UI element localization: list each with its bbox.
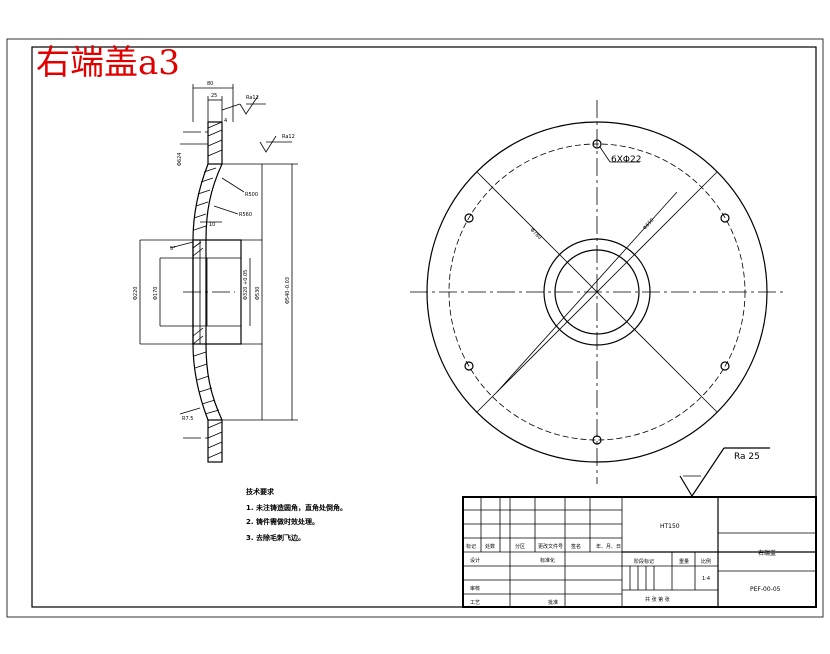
svg-text:更改文件号: 更改文件号: [538, 543, 563, 550]
flange-top: [207, 121, 223, 165]
svg-text:80: 80: [207, 81, 213, 87]
bolt-hole: [592, 139, 602, 149]
svg-text:R560: R560: [239, 212, 252, 218]
bolt-hole: [592, 435, 602, 445]
svg-text:批准: 批准: [548, 599, 558, 606]
svg-text:Φ624: Φ624: [177, 153, 183, 166]
svg-text:签名: 签名: [571, 543, 581, 550]
svg-text:4: 4: [224, 118, 227, 124]
svg-text:Φ780: Φ780: [529, 227, 543, 241]
bolt-hole: [720, 213, 730, 223]
svg-text:25: 25: [211, 93, 217, 99]
svg-text:技术要求: 技术要求: [246, 487, 275, 496]
svg-text:R500: R500: [245, 192, 258, 198]
svg-text:Φ170: Φ170: [153, 287, 159, 300]
front-view: 6XΦ22 Φ780 Φ650: [410, 100, 785, 484]
svg-text:1. 未注铸造圆角，直角处倒角。: 1. 未注铸造圆角，直角处倒角。: [246, 503, 347, 512]
svg-text:比例: 比例: [701, 558, 711, 565]
svg-text:5°: 5°: [170, 246, 176, 252]
svg-text:处数: 处数: [485, 543, 495, 550]
shell-inner: [205, 163, 223, 421]
svg-text:Ra 25: Ra 25: [734, 452, 760, 462]
outer-border: [6, 38, 824, 618]
drawing-no: PEF-00-05: [750, 586, 781, 593]
side-view: 80 25 4 Φ624 R500 R560 10 5° Φ220 Φ170 Φ…: [133, 81, 298, 463]
svg-text:标记: 标记: [466, 543, 476, 550]
svg-text:-0.03: -0.03: [285, 277, 291, 290]
svg-text:10: 10: [209, 222, 215, 228]
svg-text:Ra12: Ra12: [246, 95, 259, 101]
svg-text:设计: 设计: [470, 557, 480, 564]
svg-text:Φ320: Φ320: [243, 287, 249, 300]
svg-text:Φ540: Φ540: [285, 291, 291, 304]
svg-text:审核: 审核: [470, 585, 480, 592]
title-block: 标记 处数 分区 更改文件号 签名 年、月、日 设计 审核 工艺 标准化 批准 …: [462, 496, 817, 608]
roughness-symbol: Ra 25: [679, 447, 770, 498]
svg-text:Ra12: Ra12: [282, 134, 295, 140]
inner-frame: [31, 46, 817, 608]
bolt-holes: [464, 139, 730, 445]
bolt-hole: [720, 361, 730, 371]
svg-text:工艺: 工艺: [470, 600, 480, 606]
scale: 1:4: [702, 576, 710, 582]
svg-text:标准化: 标准化: [540, 557, 555, 564]
svg-text:阶段标记: 阶段标记: [634, 558, 654, 565]
svg-text:Φ530: Φ530: [255, 287, 261, 300]
hole-spec: 6XΦ22: [611, 155, 641, 165]
svg-text:Φ220: Φ220: [133, 287, 139, 300]
tech-notes: 技术要求 1. 未注铸造圆角，直角处倒角。 2. 铸件需做时效处理。 3. 去除…: [246, 487, 347, 542]
hub-body: [192, 239, 242, 345]
svg-text:2. 铸件需做时效处理。: 2. 铸件需做时效处理。: [246, 517, 319, 526]
svg-text:分区: 分区: [515, 543, 525, 550]
flange-bottom: [207, 419, 223, 463]
svg-text:R7.5: R7.5: [182, 416, 193, 422]
sheet-title: 右端盖a3: [36, 43, 180, 83]
part-name: 右端盖: [758, 549, 776, 557]
svg-text:年、月、日: 年、月、日: [596, 543, 621, 550]
svg-text:3. 去除毛刺飞边。: 3. 去除毛刺飞边。: [246, 533, 305, 542]
svg-text:共 张 第 张: 共 张 第 张: [645, 596, 670, 603]
svg-text:重量: 重量: [679, 558, 689, 565]
material: HT150: [660, 523, 680, 530]
bolt-hole: [464, 361, 474, 371]
svg-text:+0.05: +0.05: [243, 270, 249, 285]
bolt-hole: [464, 213, 474, 223]
svg-text:Φ650: Φ650: [642, 217, 655, 231]
